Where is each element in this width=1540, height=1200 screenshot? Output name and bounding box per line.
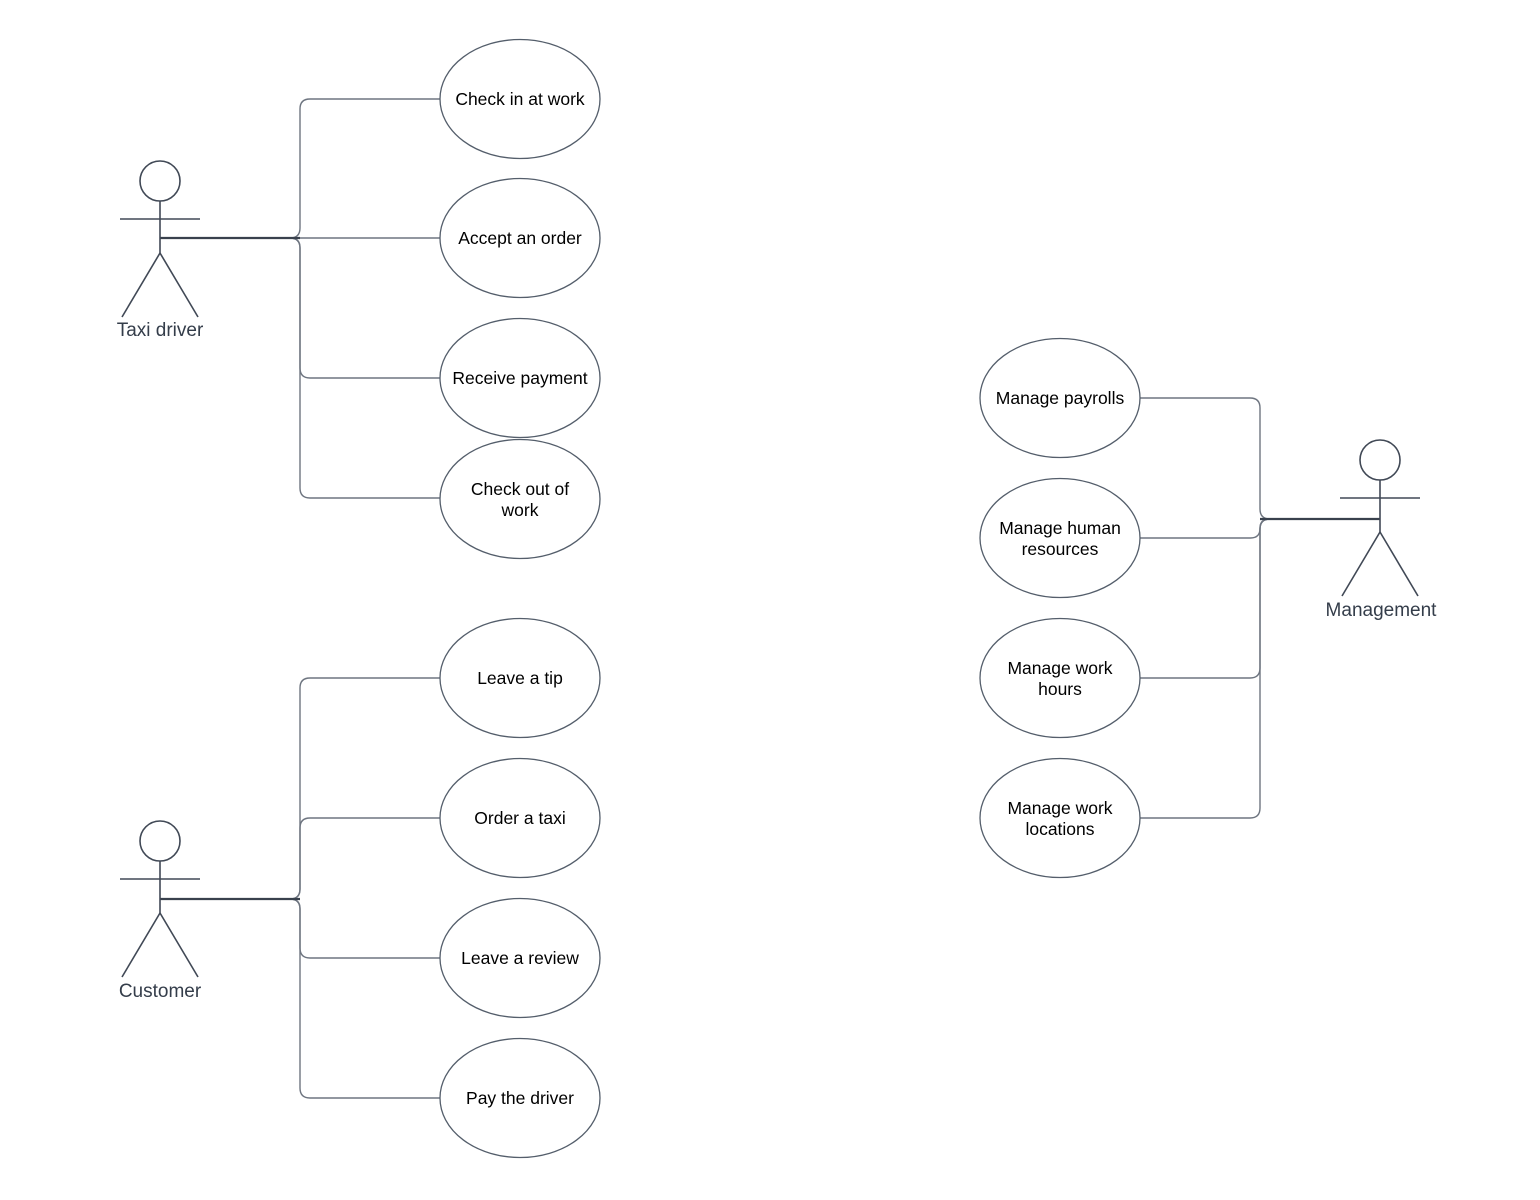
use-case-label-line2: resources xyxy=(1022,539,1099,559)
use-case-ellipse xyxy=(979,617,1141,739)
use-case-check-in-at-work[interactable]: Check in at work xyxy=(439,38,601,160)
use-case-ellipse xyxy=(439,1037,601,1159)
actor-customer[interactable]: Customer xyxy=(119,820,202,1002)
use-case-label-line2: hours xyxy=(1038,679,1082,699)
use-case-label: Receive payment xyxy=(452,368,587,388)
use-case-ellipse xyxy=(439,317,601,439)
use-case-leave-a-tip[interactable]: Leave a tip xyxy=(439,617,601,739)
use-case-label: Order a taxi xyxy=(474,808,565,828)
use-case-label: Check in at work xyxy=(455,89,585,109)
use-case-label-line2: work xyxy=(501,500,539,520)
use-case-label: Leave a tip xyxy=(477,668,563,688)
use-case-label: Leave a review xyxy=(461,948,579,968)
actor-leg-right xyxy=(1379,531,1419,597)
connector-management-manage-payrolls xyxy=(1140,397,1380,520)
actor-head xyxy=(1359,439,1401,481)
use-case-manage-human-resources[interactable]: Manage human resources xyxy=(979,477,1141,599)
use-case-ellipse xyxy=(439,438,601,560)
use-case-label: Accept an order xyxy=(458,228,582,248)
actor-taxi-driver-label: Taxi driver xyxy=(117,320,204,341)
use-case-leave-a-review[interactable]: Leave a review xyxy=(439,897,601,1019)
actor-management[interactable]: Management xyxy=(1326,439,1438,621)
use-case-ellipse xyxy=(979,757,1141,879)
actor-head xyxy=(139,160,181,202)
use-case-label-line1: Manage work xyxy=(1007,798,1112,818)
actor-management-label: Management xyxy=(1326,600,1438,621)
use-case-ellipse xyxy=(439,38,601,160)
actor-leg-left xyxy=(1341,531,1381,597)
connector-taxi-driver-check-out-of-work xyxy=(160,237,440,499)
connector-customer-order-a-taxi xyxy=(160,817,440,900)
actor-leg-right xyxy=(159,912,199,978)
actor-leg-left xyxy=(121,252,161,318)
use-case-manage-work-hours[interactable]: Manage work hours xyxy=(979,617,1141,739)
actor-customer-label: Customer xyxy=(119,981,202,1002)
use-case-label: Manage payrolls xyxy=(996,388,1125,408)
use-case-order-a-taxi[interactable]: Order a taxi xyxy=(439,757,601,879)
use-case-label-line1: Check out of xyxy=(471,479,569,499)
use-case-check-out-of-work[interactable]: Check out of work xyxy=(439,438,601,560)
use-case-ellipse xyxy=(439,617,601,739)
use-case-ellipse xyxy=(979,477,1141,599)
connector-management-manage-work-locations xyxy=(1140,518,1380,819)
use-case-ellipse xyxy=(439,897,601,1019)
actor-taxi-driver[interactable]: Taxi driver xyxy=(117,160,204,341)
actor-leg-left xyxy=(121,912,161,978)
use-case-ellipse xyxy=(439,757,601,879)
use-case-label-line1: Manage work xyxy=(1007,658,1112,678)
use-case-ellipse xyxy=(979,337,1141,459)
use-case-ellipse xyxy=(439,177,601,299)
use-case-label-line2: locations xyxy=(1025,819,1094,839)
use-case-receive-payment[interactable]: Receive payment xyxy=(439,317,601,439)
use-case-pay-the-driver[interactable]: Pay the driver xyxy=(439,1037,601,1159)
use-case-accept-an-order[interactable]: Accept an order xyxy=(439,177,601,299)
use-case-label-line1: Manage human xyxy=(999,518,1121,538)
actor-leg-right xyxy=(159,252,199,318)
connectors xyxy=(160,98,1380,1099)
use-case-label: Pay the driver xyxy=(466,1088,574,1108)
actor-head xyxy=(139,820,181,862)
use-case-manage-work-locations[interactable]: Manage work locations xyxy=(979,757,1141,879)
use-case-manage-payrolls[interactable]: Manage payrolls xyxy=(979,337,1141,459)
connector-customer-pay-the-driver xyxy=(160,898,440,1099)
connector-taxi-driver-check-in-at-work xyxy=(160,98,440,239)
